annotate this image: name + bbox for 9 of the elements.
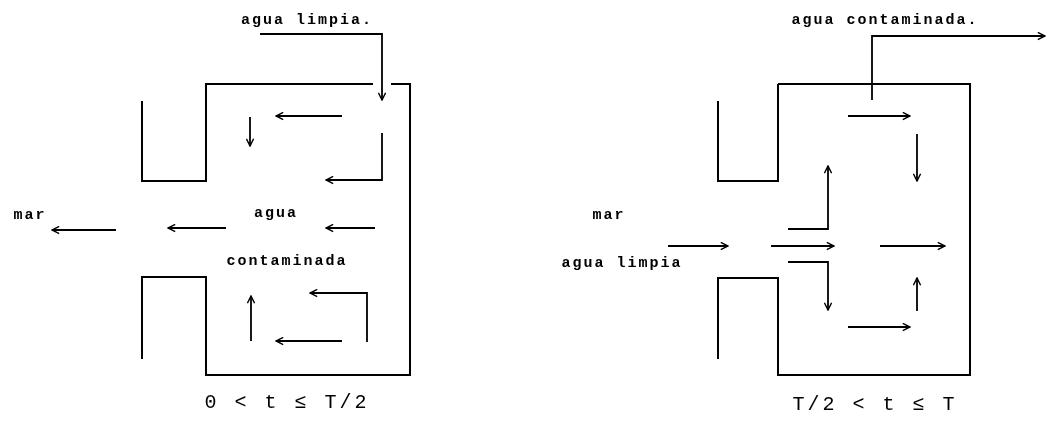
- sea-label: mar: [13, 206, 47, 224]
- time-condition: 0 < t ≤ T/2: [204, 390, 370, 414]
- water-label: agua: [254, 204, 298, 222]
- water-label: contaminada: [226, 252, 348, 270]
- time-condition: T/2 < t ≤ T: [792, 392, 958, 416]
- flow-label: agua limpia: [561, 254, 683, 272]
- flow-label: agua limpia.: [241, 11, 373, 29]
- flow-label: agua contaminada.: [791, 11, 979, 29]
- sea-label: mar: [592, 206, 626, 224]
